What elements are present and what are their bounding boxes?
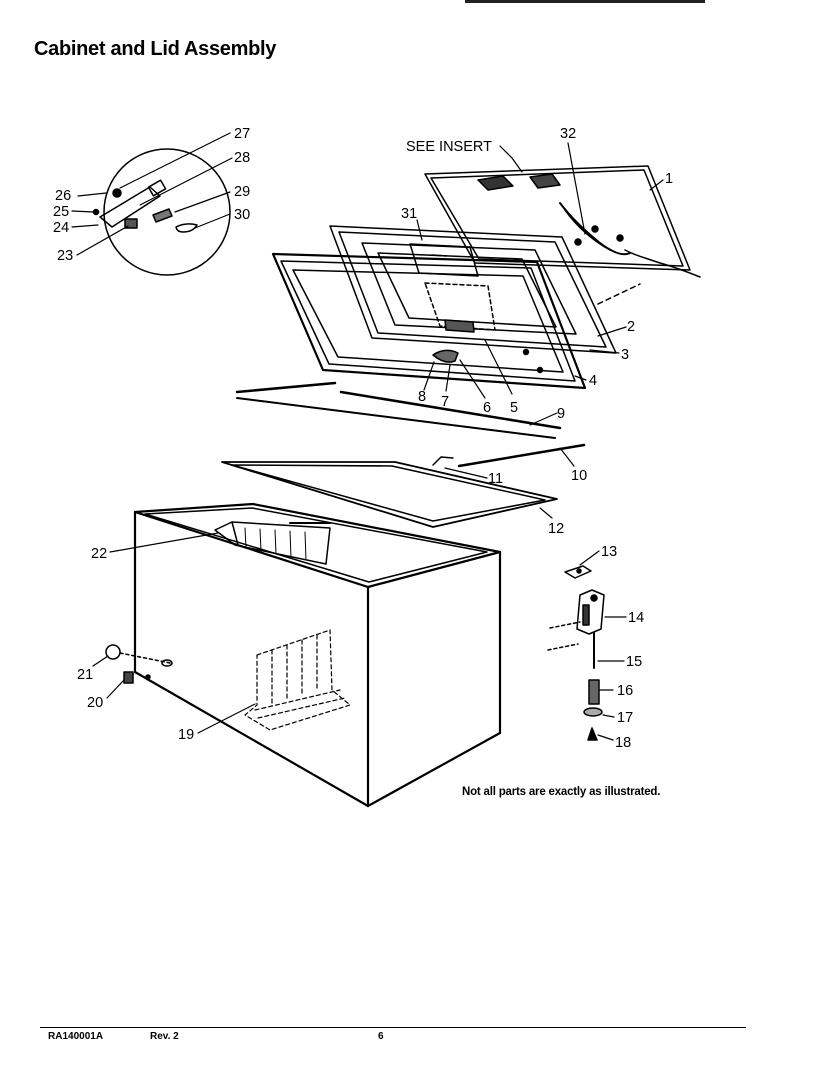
lid-gasket xyxy=(221,461,558,528)
hinge-assembly xyxy=(547,565,605,741)
callout-24: 24 xyxy=(53,220,69,236)
callout-15: 15 xyxy=(626,654,642,670)
callout-1: 1 xyxy=(665,171,673,187)
callout-5: 5 xyxy=(510,400,518,416)
callout-4: 4 xyxy=(589,373,597,389)
callout-30: 30 xyxy=(234,207,250,223)
callout-11: 11 xyxy=(488,471,503,487)
callout-32: 32 xyxy=(560,126,576,142)
callout-27: 27 xyxy=(234,126,250,142)
callout-2: 2 xyxy=(627,319,635,335)
callout-29: 29 xyxy=(234,184,250,200)
illustration-note: Not all parts are exactly as illustrated… xyxy=(462,786,661,798)
callout-20: 20 xyxy=(87,695,103,711)
callout-18: 18 xyxy=(615,735,631,751)
header-rule xyxy=(465,0,705,3)
callout-10: 10 xyxy=(571,468,587,484)
callout-6: 6 xyxy=(483,400,491,416)
callout-7: 7 xyxy=(441,394,449,410)
page-title: Cabinet and Lid Assembly xyxy=(34,38,277,60)
footer-doc-id: RA140001A xyxy=(48,1031,104,1042)
leader-lines xyxy=(71,132,664,741)
callout-23: 23 xyxy=(57,248,73,264)
callout-16: 16 xyxy=(617,683,633,699)
callout-9: 9 xyxy=(557,406,565,422)
freezer-cabinet xyxy=(105,502,502,808)
callout-28: 28 xyxy=(234,150,250,166)
callout-see-insert: SEE INSERT xyxy=(406,139,492,155)
footer-revision: Rev. 2 xyxy=(150,1031,179,1042)
callout-12: 12 xyxy=(548,521,564,537)
callout-3: 3 xyxy=(621,347,629,363)
callout-14: 14 xyxy=(628,610,644,626)
callout-26: 26 xyxy=(55,188,71,204)
callout-31: 31 xyxy=(401,206,417,222)
lid-liner-panel xyxy=(424,165,701,305)
lid-trim-strips xyxy=(235,381,586,468)
callout-8: 8 xyxy=(418,389,426,405)
callout-19: 19 xyxy=(178,727,194,743)
footer-page-number: 6 xyxy=(378,1031,384,1042)
hinge-insert-detail xyxy=(92,148,231,276)
callout-17: 17 xyxy=(617,710,633,726)
lid-inner-frame xyxy=(329,225,617,354)
callout-labels: SEE INSERT 27 28 29 30 26 25 24 23 32 1 … xyxy=(53,126,673,751)
lid-outer-frame xyxy=(271,252,587,390)
callout-25: 25 xyxy=(53,204,69,220)
callout-21: 21 xyxy=(77,667,93,683)
callout-13: 13 xyxy=(601,544,617,560)
callout-22: 22 xyxy=(91,546,107,562)
footer-rule xyxy=(40,1027,746,1028)
